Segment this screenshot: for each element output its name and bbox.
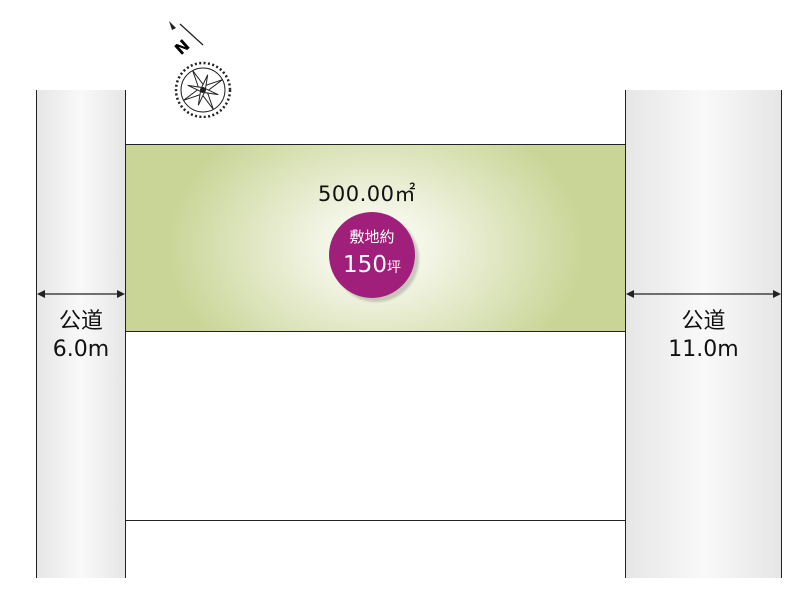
road-right-label: 公道 11.0m <box>626 308 781 364</box>
road-right: 公道 11.0m <box>625 90 782 578</box>
road-right-name: 公道 <box>681 309 726 334</box>
badge-label: 敷地約 <box>349 228 395 246</box>
road-left-width: 6.0m <box>52 337 110 362</box>
road-left-name: 公道 <box>58 309 103 334</box>
road-left-label: 公道 6.0m <box>37 308 125 364</box>
badge-value: 150 <box>343 252 387 278</box>
area-badge: 敷地約 150坪 <box>329 212 415 298</box>
compass-icon: N <box>169 21 232 118</box>
badge-unit: 坪 <box>386 260 401 276</box>
lot-line-bottom <box>126 520 625 521</box>
north-label: N <box>171 36 194 59</box>
north-arrow-head <box>169 21 176 30</box>
road-right-width: 11.0m <box>668 337 739 362</box>
badge-value-row: 150坪 <box>329 252 415 278</box>
road-left: 公道 6.0m <box>36 90 126 578</box>
plot-area: 500.00㎡ <box>318 182 416 206</box>
